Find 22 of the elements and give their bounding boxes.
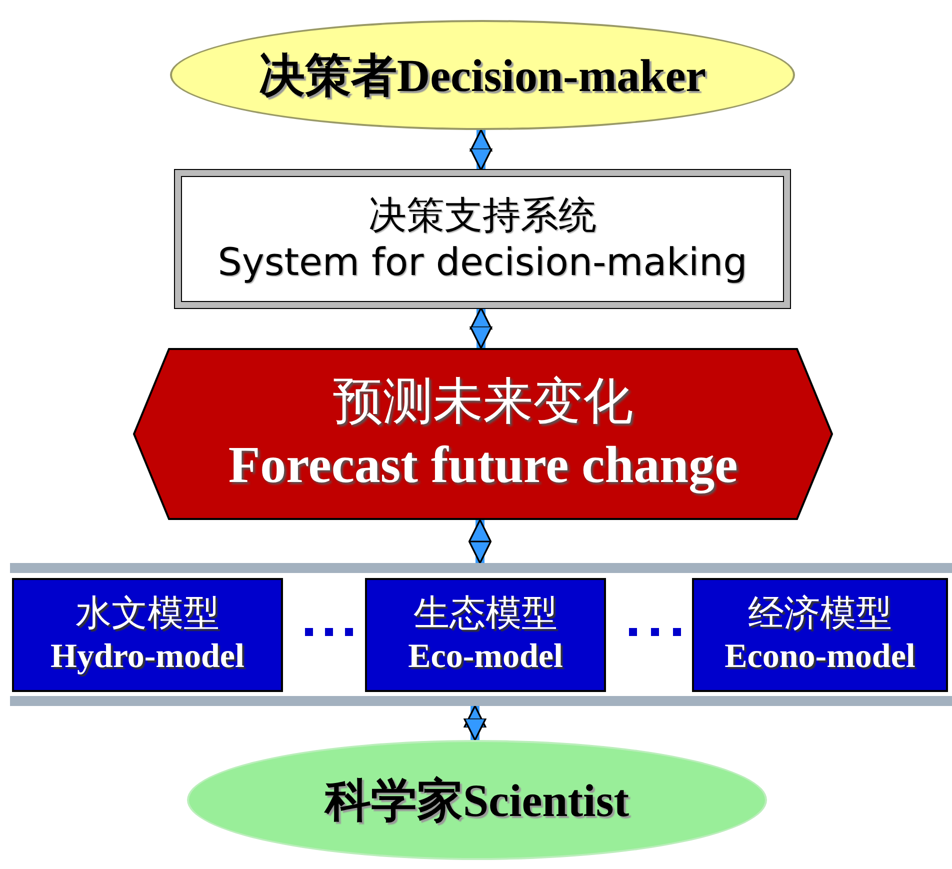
model-band: [10, 563, 952, 706]
forecast-hexagon: [133, 348, 833, 520]
double-arrow: [463, 705, 487, 741]
model-label: 水文模型: [76, 592, 220, 636]
model-label: Eco-model: [408, 637, 563, 678]
model-label: 生态模型: [414, 592, 558, 636]
double-arrow: [469, 307, 493, 349]
model-label: 经济模型: [748, 592, 892, 636]
system-label: System for decision-making: [218, 239, 748, 286]
system-label: 决策支持系统: [368, 192, 596, 238]
model-box: [692, 578, 948, 692]
double-arrow: [469, 129, 493, 171]
system-box: [175, 170, 790, 308]
hexagon-label: 预测未来变化: [333, 371, 633, 432]
model-label: Econo-model: [724, 637, 916, 678]
ellipse-label: 科学家Scientist: [324, 774, 630, 828]
hexagon-label: Forecast future change: [228, 436, 738, 496]
model-box: [12, 578, 283, 692]
model-box: [365, 578, 606, 692]
double-arrow: [468, 519, 492, 564]
ellipse-label: 决策者Decision-maker: [258, 48, 706, 102]
model-label: Hydro-model: [50, 637, 244, 678]
